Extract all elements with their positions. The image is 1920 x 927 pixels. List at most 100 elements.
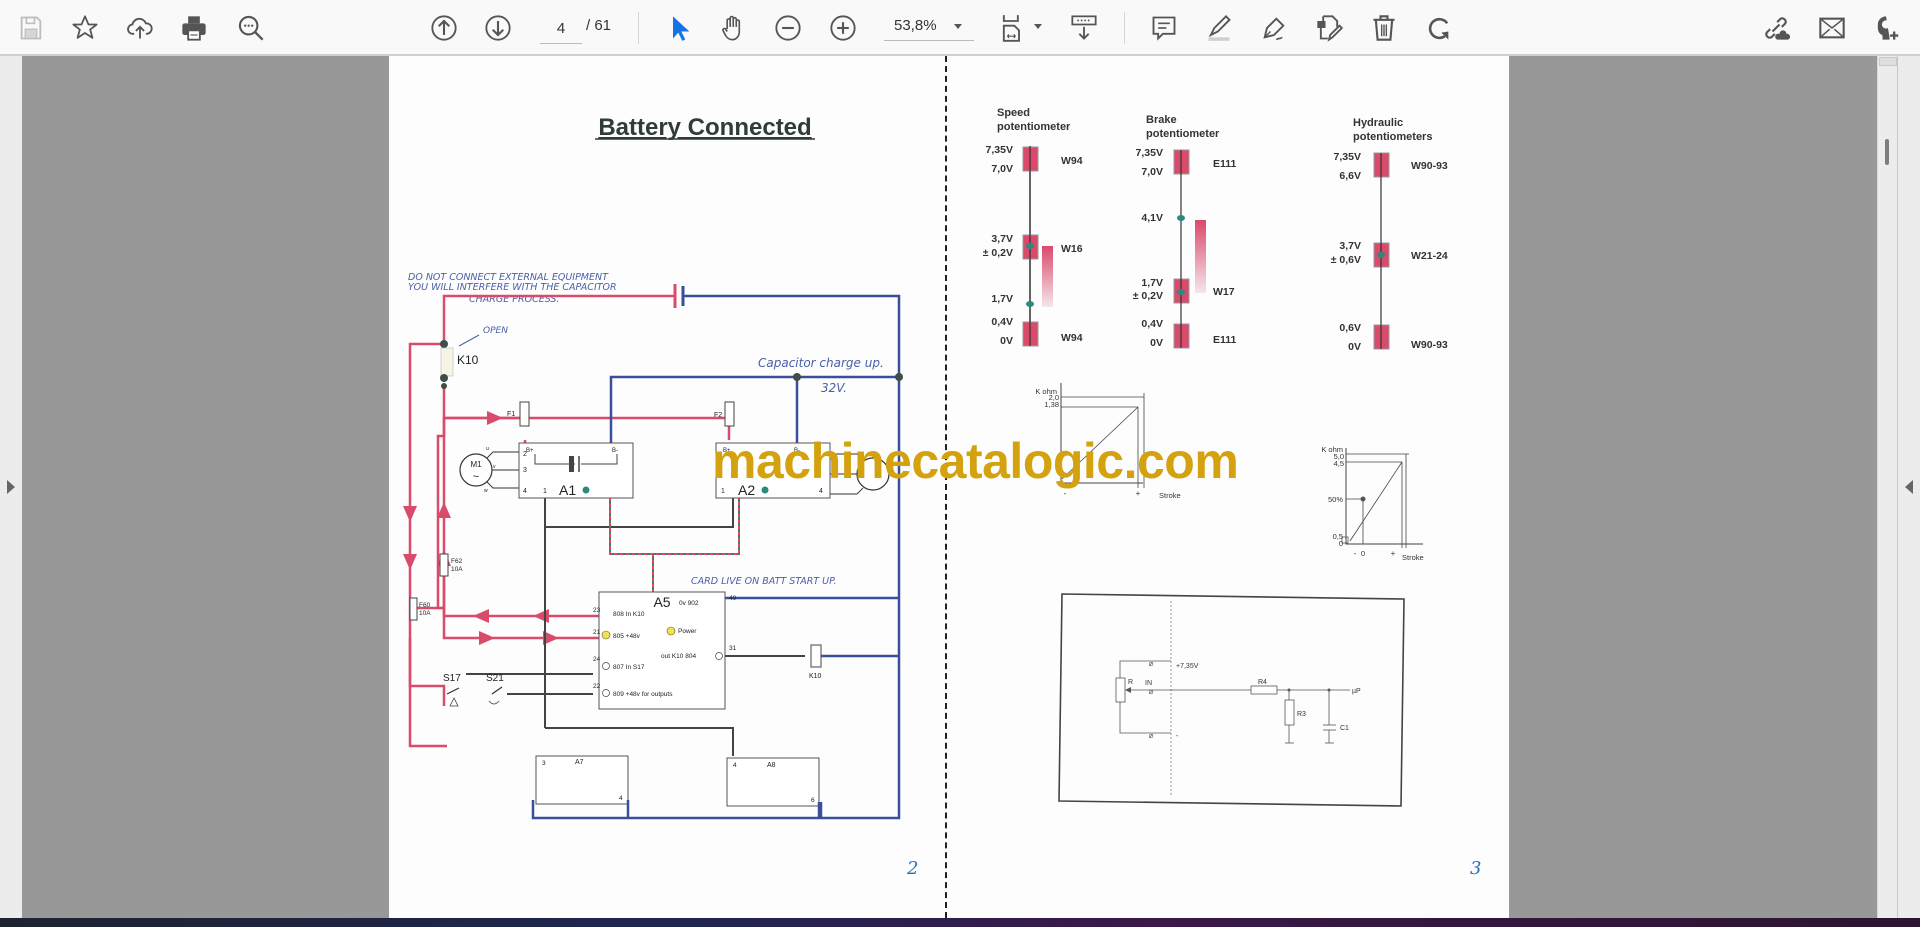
speed-3-7v: 3,7V bbox=[991, 233, 1013, 245]
zoom-out-button[interactable] bbox=[770, 10, 806, 46]
a5-pin22: 22 bbox=[593, 683, 601, 690]
svg-text:⌀: ⌀ bbox=[1149, 659, 1154, 668]
graph1-xplus: + bbox=[1136, 489, 1141, 498]
page-fit-chevron-icon[interactable] bbox=[1034, 24, 1042, 29]
hyd-0-6v: 0,6V bbox=[1339, 322, 1361, 334]
bookmark-button[interactable] bbox=[67, 10, 103, 46]
arrow-down-circle-icon bbox=[485, 15, 511, 41]
speed-1-7v: 1,7V bbox=[991, 293, 1013, 305]
hyd-code-mid: W21-24 bbox=[1411, 250, 1448, 262]
rotate-button[interactable] bbox=[1421, 10, 1457, 46]
battery-connected-schematic: Battery Connected DO NOT CONNECT EXTERNA… bbox=[403, 114, 903, 820]
f2-label: F2 bbox=[714, 412, 722, 419]
graph2-ylo: 0,5 bbox=[1333, 532, 1343, 541]
speed-7-35v: 7,35V bbox=[986, 144, 1013, 156]
hyd-pot-title2: potentiometers bbox=[1353, 131, 1432, 143]
speed-code-top: W94 bbox=[1061, 155, 1083, 167]
fill-sign-button[interactable] bbox=[1256, 10, 1292, 46]
a2-pin1: 1 bbox=[721, 488, 725, 495]
a7-pin3: 3 bbox=[542, 760, 546, 767]
hyd-3-7v: 3,7V bbox=[1339, 240, 1361, 252]
highlight-button[interactable] bbox=[1201, 10, 1237, 46]
rotate-icon bbox=[1428, 17, 1449, 40]
brake-1-7v: 1,7V bbox=[1141, 277, 1163, 289]
m1-w: w bbox=[484, 488, 488, 494]
graph1-xlabel: Stroke bbox=[1159, 491, 1181, 500]
find-button[interactable] bbox=[233, 10, 269, 46]
page-fit-button[interactable] bbox=[994, 10, 1030, 46]
zoom-level-dropdown[interactable]: 53,8% bbox=[884, 13, 974, 41]
page-number-input[interactable] bbox=[540, 13, 582, 44]
a5-power: Power bbox=[678, 628, 697, 635]
a8-pin6: 6 bbox=[811, 797, 815, 804]
brake-0v: 0V bbox=[1150, 337, 1163, 349]
scroll-mode-button[interactable] bbox=[1066, 10, 1102, 46]
graph1-ymax: 2,0 bbox=[1049, 393, 1059, 402]
delete-button[interactable] bbox=[1366, 10, 1402, 46]
brake-code-mid: W17 bbox=[1213, 286, 1235, 298]
share-link-button[interactable] bbox=[1758, 10, 1794, 46]
circuit-c1-label: C1 bbox=[1340, 725, 1349, 732]
circuit-out-label: µP bbox=[1352, 688, 1361, 695]
a5-pin23: 23 bbox=[593, 607, 601, 614]
circuit-minus-label: - bbox=[1176, 733, 1179, 740]
email-button[interactable] bbox=[1814, 10, 1850, 46]
hyd-6-6v: 6,6V bbox=[1339, 170, 1361, 182]
email-icon bbox=[1819, 17, 1845, 39]
speed-pot-title1: Speed bbox=[997, 107, 1030, 119]
s17-label: S17 bbox=[443, 673, 461, 684]
expand-left-panel-icon[interactable] bbox=[7, 480, 15, 494]
brake-0-4v: 0,4V bbox=[1141, 318, 1163, 330]
sign-pen-icon bbox=[1263, 17, 1285, 41]
chevron-down-icon[interactable] bbox=[954, 24, 962, 29]
trash-icon bbox=[1373, 15, 1395, 41]
brake-7-0v: 7,0V bbox=[1141, 166, 1163, 178]
add-user-button[interactable] bbox=[1868, 10, 1904, 46]
save-button[interactable] bbox=[13, 10, 49, 46]
vertical-scrollbar[interactable] bbox=[1877, 56, 1898, 918]
toolbar: / 61 53,8% bbox=[0, 0, 1920, 56]
graph1-ylabel: K ohm bbox=[1035, 387, 1057, 396]
page-title: Battery Connected bbox=[598, 114, 811, 141]
scrollbar-thumb[interactable] bbox=[1885, 139, 1889, 165]
speed-0v: 0V bbox=[1000, 335, 1013, 347]
brake-pot-title1: Brake bbox=[1146, 114, 1177, 126]
star-icon bbox=[72, 15, 98, 39]
m1-symbol: ~ bbox=[473, 471, 479, 483]
hyd-code-top: W90-93 bbox=[1411, 160, 1448, 172]
prev-page-button[interactable] bbox=[426, 10, 462, 46]
svg-text:⌀: ⌀ bbox=[1149, 687, 1154, 696]
brake-pot-title2: potentiometer bbox=[1146, 128, 1220, 140]
a8-pin4: 4 bbox=[733, 762, 737, 769]
minus-circle-icon bbox=[775, 15, 801, 41]
graph1-xminus: - bbox=[1064, 489, 1067, 498]
circuit-in-label: IN bbox=[1145, 680, 1152, 687]
handwritten-warning-line1: DO NOT CONNECT EXTERNAL EQUIPMENT bbox=[408, 272, 609, 283]
f60-label: F60 bbox=[419, 602, 431, 609]
next-page-button[interactable] bbox=[480, 10, 516, 46]
graph1-yhi: 1,38 bbox=[1044, 400, 1059, 409]
graph2-ylabel: K ohm bbox=[1321, 445, 1343, 454]
graph2-yzero: 0 bbox=[1339, 539, 1343, 548]
graph2-ymax: 5,0 bbox=[1334, 452, 1344, 461]
highlight-icon bbox=[1208, 15, 1231, 41]
share-link-icon bbox=[1765, 17, 1790, 40]
os-taskbar bbox=[0, 918, 1920, 927]
hand-tool-button[interactable] bbox=[715, 10, 751, 46]
select-tool-button[interactable] bbox=[662, 10, 698, 46]
comment-button[interactable] bbox=[1146, 10, 1182, 46]
page-total: / 61 bbox=[586, 17, 612, 34]
print-button[interactable] bbox=[176, 10, 212, 46]
zoom-level-value: 53,8% bbox=[894, 17, 937, 34]
brake-code-bottom: E111 bbox=[1213, 334, 1237, 346]
expand-right-panel-icon[interactable] bbox=[1905, 480, 1913, 494]
edit-pdf-button[interactable] bbox=[1311, 10, 1347, 46]
scroll-up-button[interactable] bbox=[1879, 57, 1897, 66]
watermark-text: machinecatalogic.com bbox=[712, 433, 1239, 489]
graph2-xminus: - bbox=[1354, 549, 1357, 558]
page-fit-icon bbox=[1002, 15, 1020, 42]
zoom-in-button[interactable] bbox=[825, 10, 861, 46]
upload-button[interactable] bbox=[122, 10, 158, 46]
pdf-page-right: Speed potentiometer 7,35V 7,0V 3,7V ± 0,… bbox=[945, 56, 1509, 918]
plus-circle-icon bbox=[830, 15, 856, 41]
